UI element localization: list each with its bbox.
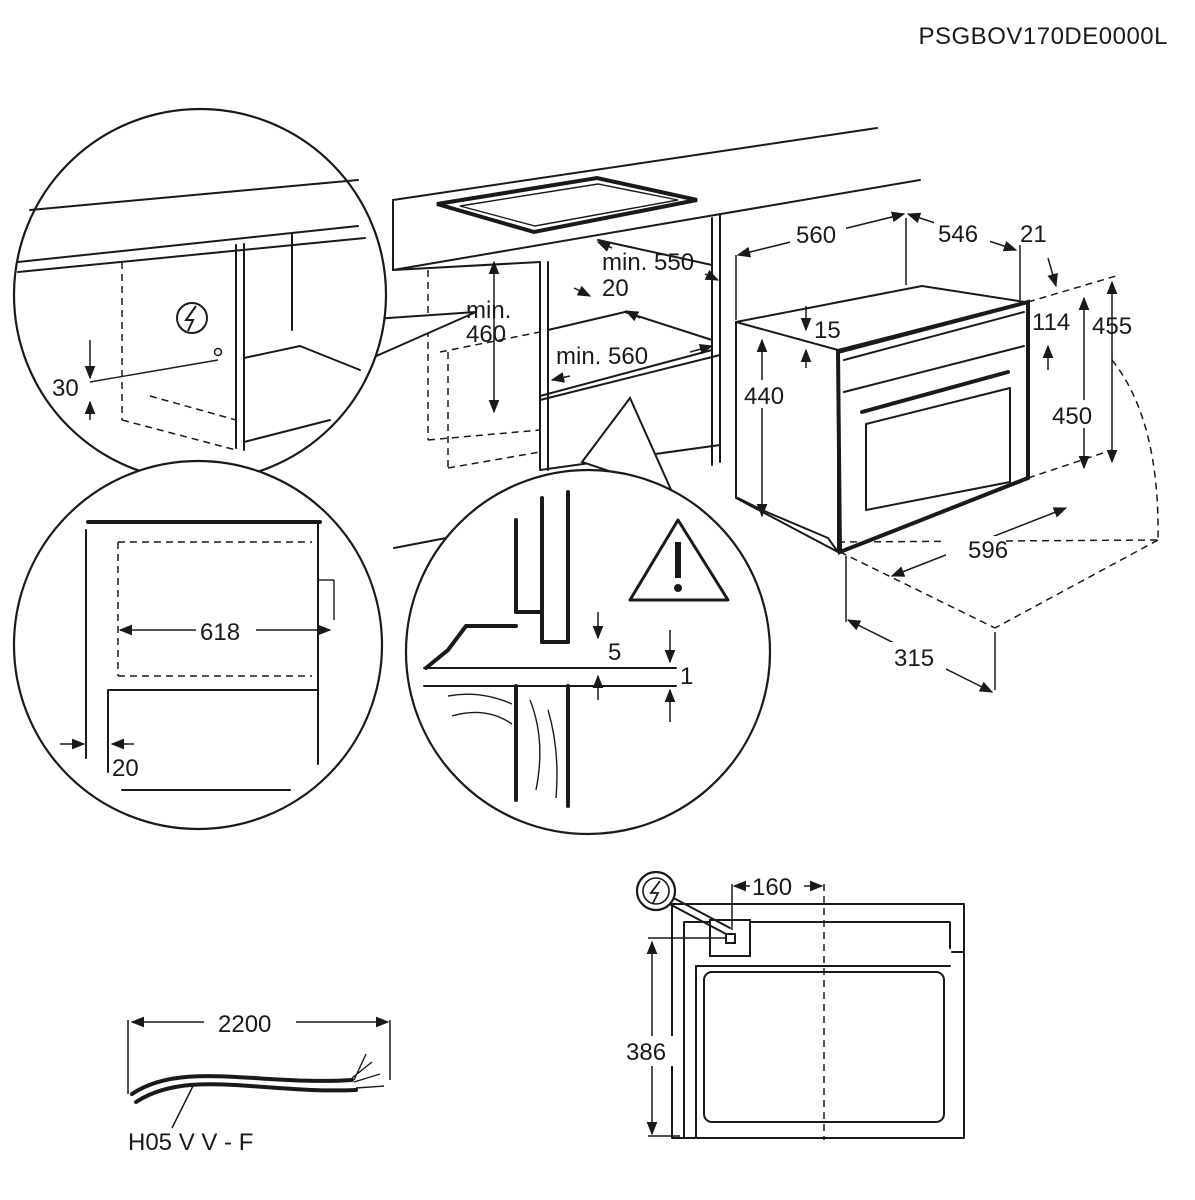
label-560: 560	[796, 222, 836, 249]
electric-connection-icon	[635, 870, 677, 912]
label-450: 450	[1052, 403, 1092, 430]
document-code: PSGBOV170DE0000L	[919, 23, 1169, 50]
label-20-side: 20	[112, 755, 139, 782]
label-30: 30	[52, 375, 79, 402]
label-160: 160	[752, 874, 792, 901]
label-386: 386	[626, 1039, 666, 1066]
label-440: 440	[744, 383, 784, 410]
power-cable: 2200 H05 V V - F	[127, 1011, 391, 1156]
label-546: 546	[938, 221, 978, 248]
oven-dimensions: 560 546 21 15 440 114 450 455 596 315	[735, 211, 1132, 693]
label-20-top: 20	[602, 275, 629, 302]
label-114: 114	[1032, 309, 1070, 336]
label-min-560: min. 560	[556, 343, 648, 370]
kitchen-cabinet	[392, 127, 921, 549]
label-min-550: min. 550	[602, 249, 694, 276]
oven	[735, 275, 1159, 629]
label-596: 596	[968, 537, 1008, 564]
rear-view: 160 386	[624, 870, 965, 1140]
label-5: 5	[608, 639, 621, 666]
cabinet-dimensions: min. 460 min. 550 20 min. 560	[466, 241, 720, 414]
hob	[436, 175, 698, 235]
detail-socket-circle: 30	[12, 107, 477, 483]
label-21: 21	[1020, 221, 1047, 248]
electric-connection-icon	[176, 302, 208, 334]
label-315: 315	[894, 645, 934, 672]
label-2200: 2200	[218, 1011, 271, 1038]
label-1: 1	[680, 663, 693, 690]
label-455: 455	[1092, 313, 1132, 340]
label-cable-type: H05 V V - F	[128, 1129, 253, 1156]
detail-gap-circle: 5 1	[404, 396, 772, 836]
warning-triangle-icon	[628, 518, 730, 602]
label-618: 618	[200, 619, 240, 646]
label-15: 15	[814, 317, 841, 344]
detail-side-circle: 618 20	[12, 459, 384, 831]
label-min: min.	[466, 297, 511, 324]
label-460: 460	[466, 321, 506, 348]
